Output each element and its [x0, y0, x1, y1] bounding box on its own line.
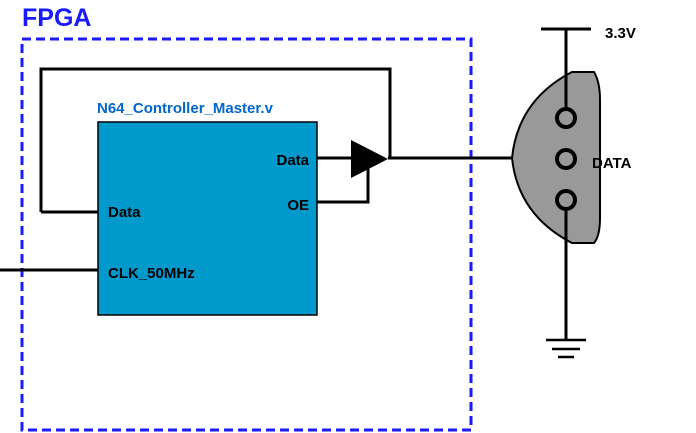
port-data-in-label: Data — [108, 204, 141, 221]
supply-label: 3.3V — [605, 25, 636, 42]
module-name: N64_Controller_Master.v — [97, 100, 274, 117]
module-block — [97, 121, 318, 316]
tristate-buffer-icon — [351, 140, 388, 178]
connector-pin-data — [555, 148, 577, 170]
connector-data-label: DATA — [592, 155, 632, 172]
oe-wire — [317, 167, 370, 204]
fpga-title: FPGA — [22, 4, 91, 32]
fpga-boundary — [20, 37, 473, 432]
connector-pin-ground — [555, 189, 577, 211]
port-oe-label: OE — [287, 197, 309, 214]
port-data-out-label: Data — [276, 152, 309, 169]
ground-icon — [546, 338, 586, 359]
feedback-wire — [39, 67, 392, 212]
connector-pin-supply — [555, 107, 577, 129]
port-clk-label: CLK_50MHz — [108, 265, 195, 282]
